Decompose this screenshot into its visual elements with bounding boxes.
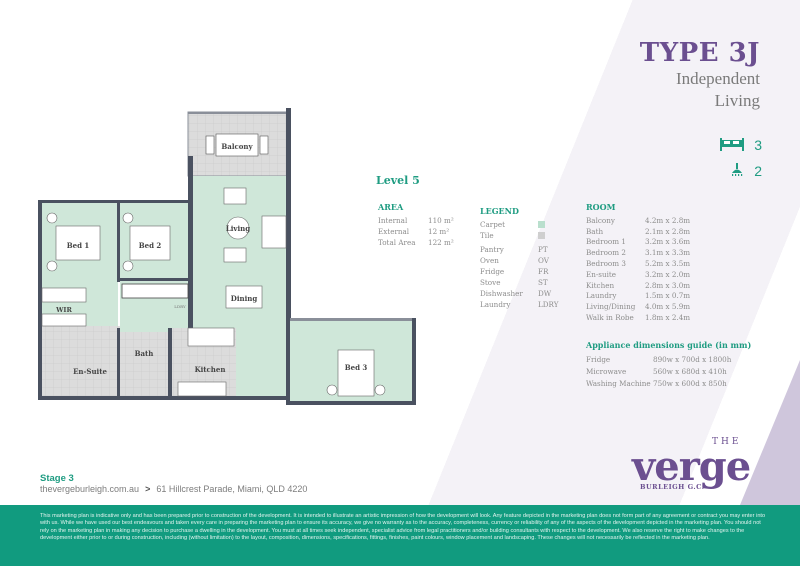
room-label-bath: Bath: [135, 349, 154, 358]
room-label-bed3: Bed 3: [345, 363, 368, 372]
bathroom-count: 2: [720, 158, 762, 184]
room-label-wir: WIR: [55, 306, 72, 314]
room-label-bed2: Bed 2: [139, 241, 162, 250]
legend-row: Carpet: [480, 219, 558, 230]
chevron-right-icon: >: [145, 484, 151, 494]
disclaimer-text: This marketing plan is indicative only a…: [40, 513, 766, 542]
unit-category: Independent Living: [676, 68, 760, 112]
bedroom-count: 3: [720, 132, 762, 158]
room-label-ensuite: En-Suite: [73, 367, 107, 376]
bathroom-count-value: 2: [754, 163, 762, 179]
bedroom-count-value: 3: [754, 137, 762, 153]
subtitle-line-1: Independent: [675, 69, 760, 88]
bed-icon: [720, 137, 745, 154]
the-verge-logo: THE verge BURLEIGH G.C.: [632, 437, 751, 491]
floor-plan: Balcony Living Dining Bed 1 Bed 2 Bed 3 …: [38, 108, 416, 405]
carpet-swatch: [538, 221, 545, 228]
stage-label: Stage 3: [40, 473, 74, 484]
level-label: Level 5: [376, 174, 420, 187]
website-link[interactable]: thevergeburleigh.com.au: [40, 484, 140, 494]
legend-title: LEGEND: [480, 206, 519, 216]
tile-swatch: [538, 232, 545, 239]
unit-type-title: TYPE 3J: [639, 38, 760, 68]
room-label-balcony: Balcony: [221, 142, 253, 151]
room-label-living: Living: [226, 224, 250, 233]
shower-icon: [730, 162, 744, 180]
room-title: ROOM: [586, 202, 616, 212]
area-title: AREA: [378, 202, 404, 212]
street-address: 61 Hillcrest Parade, Miami, QLD 4220: [156, 484, 308, 494]
appliance-title: Appliance dimensions guide (in mm): [586, 340, 752, 350]
room-label-dining: Dining: [231, 294, 258, 303]
room-counts: 3 2: [720, 132, 762, 184]
room-label-ldry: LDRY: [174, 304, 186, 309]
disclaimer-bar: [0, 505, 800, 566]
address-line: thevergeburleigh.com.au > 61 Hillcrest P…: [40, 484, 307, 494]
legend-row: Tile: [480, 230, 558, 241]
room-label-bed1: Bed 1: [67, 241, 90, 250]
subtitle-line-2: Living: [714, 91, 760, 110]
appliance-dimensions-table: Appliance dimensions guide (in mm) Fridg…: [586, 340, 751, 389]
room-label-kitchen: Kitchen: [195, 365, 226, 374]
